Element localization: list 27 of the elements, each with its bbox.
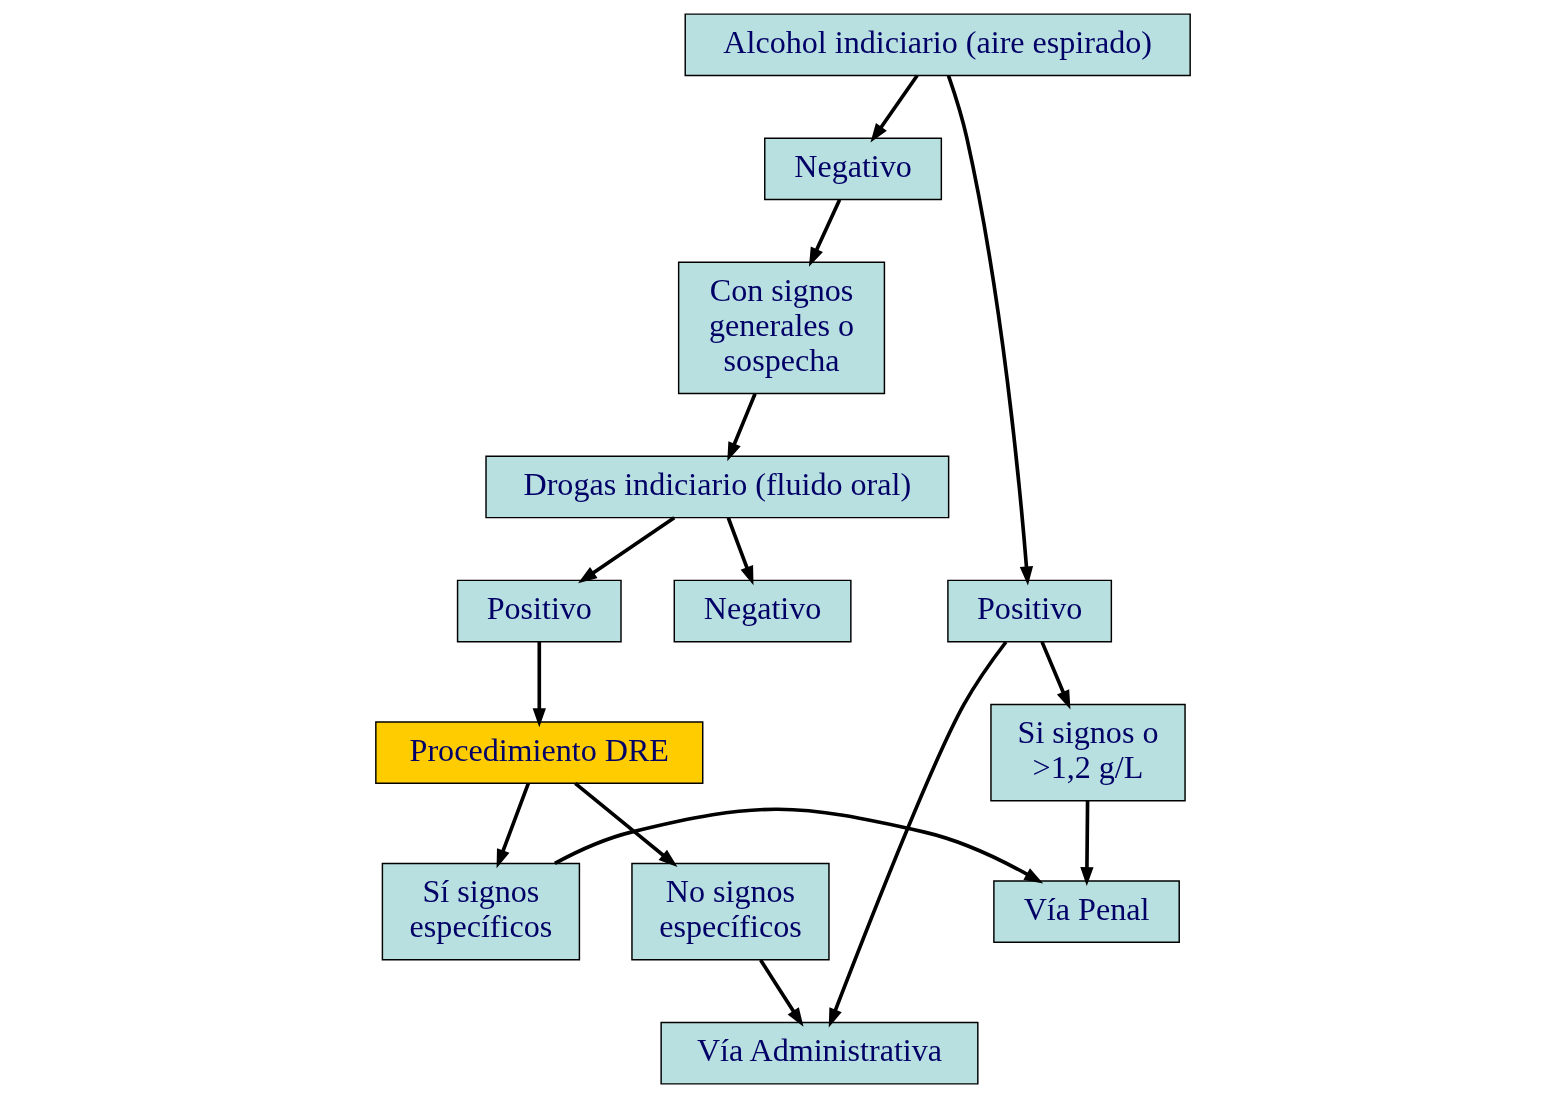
node-box: Sí signos específicos (381, 862, 581, 961)
node-box: Alcohol indiciario (aire espirado) (684, 13, 1191, 77)
arrow (1040, 641, 1071, 710)
arrow (946, 75, 1034, 586)
node-box: Con signos generales o sospecha (677, 261, 886, 395)
node-box: Si signos o >1,2 g/L (990, 703, 1186, 802)
arrow (1080, 800, 1094, 887)
node-box: Procedimiento DRE (375, 721, 704, 784)
node-box: Negativo (764, 137, 943, 201)
arrow (727, 393, 757, 462)
node-box: Vía Penal (993, 880, 1180, 944)
node-box: Negativo (673, 579, 852, 643)
node-box: Vía Administrativa (660, 1021, 979, 1085)
arrow (726, 517, 754, 586)
arrow (496, 782, 531, 869)
arrow (574, 782, 678, 867)
arrow (808, 198, 842, 267)
node-box: No signos específicos (631, 862, 830, 961)
node-box: Drogas indiciario (fluido oral) (485, 455, 950, 519)
node-box: Positivo (947, 579, 1113, 643)
arrow (554, 807, 1044, 884)
arrow (532, 641, 546, 728)
arrow (759, 959, 804, 1027)
arrow (578, 516, 676, 584)
node-box: Positivo (456, 579, 622, 643)
arrow (828, 640, 1008, 1028)
arrow (870, 74, 919, 143)
